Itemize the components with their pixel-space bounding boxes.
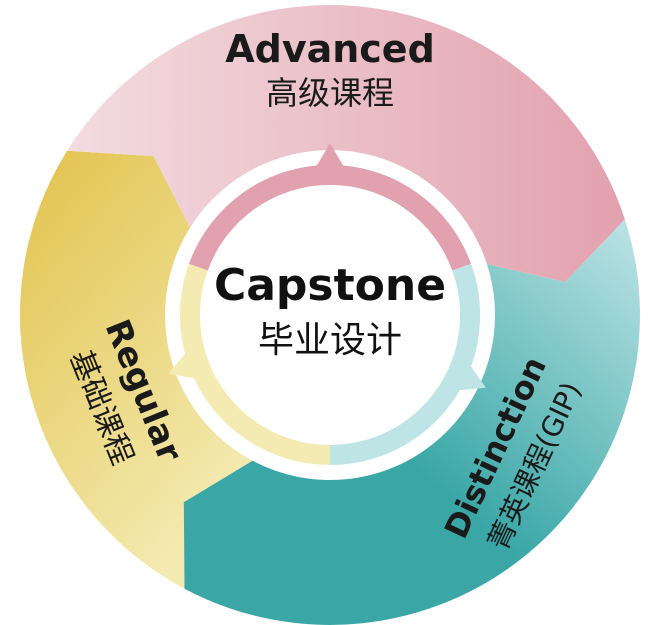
- distinction-arrowhead: [439, 349, 486, 392]
- center-subtitle: 毕业设计: [258, 320, 402, 361]
- regular-segment: [19, 150, 253, 589]
- advanced-title: Advanced: [225, 27, 435, 71]
- advanced-arrowhead: [306, 143, 354, 183]
- advanced-segment: [67, 5, 625, 282]
- advanced-subtitle: 高级课程: [266, 74, 394, 112]
- center-title: Capstone: [214, 260, 446, 311]
- regular-arrowhead: [168, 338, 214, 382]
- distinction-inner-arc: [329, 263, 481, 465]
- distinction-segment: [183, 219, 640, 625]
- regular-inner-arc: [179, 263, 331, 465]
- center-disc: [212, 197, 448, 433]
